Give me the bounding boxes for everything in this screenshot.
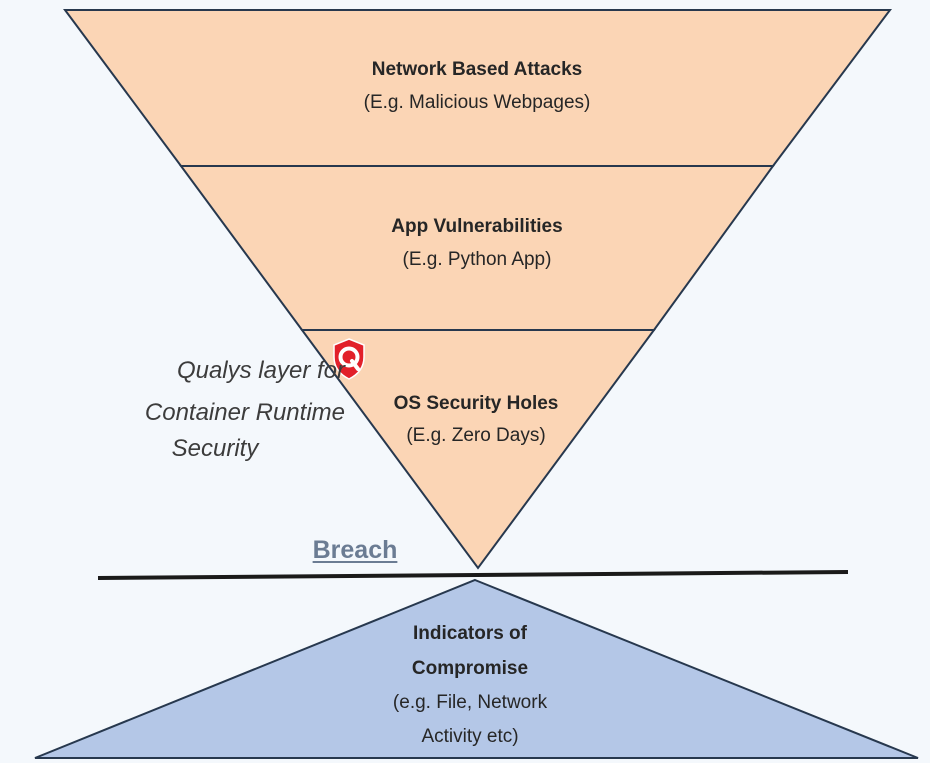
funnel-layer-network xyxy=(63,9,892,167)
ioc-triangle xyxy=(34,578,919,759)
funnel-layer-os xyxy=(300,329,656,570)
ioc-line-2: Compromise xyxy=(411,658,529,679)
ioc-line-4: Activity etc) xyxy=(421,726,519,747)
breach-label: Breach xyxy=(312,536,398,564)
ioc-line-3: (e.g. File, Network xyxy=(392,692,548,713)
layer-network-example: (E.g. Malicious Webpages) xyxy=(363,92,591,113)
qualys-note-line-2: Container Runtime xyxy=(144,399,345,426)
qualys-note-line-1: Qualys layer for xyxy=(176,357,345,384)
layer-app-example: (E.g. Python App) xyxy=(402,249,552,270)
qualys-note-line-3: Security xyxy=(171,435,259,462)
layer-app-title: App Vulnerabilities xyxy=(391,216,563,237)
layer-network-title: Network Based Attacks xyxy=(371,59,583,80)
qualys-shield-icon xyxy=(333,338,365,380)
layer-os-example: (E.g. Zero Days) xyxy=(406,425,546,446)
layer-os-title: OS Security Holes xyxy=(393,393,559,414)
ioc-line-1: Indicators of xyxy=(412,623,527,644)
breach-line xyxy=(97,570,849,580)
